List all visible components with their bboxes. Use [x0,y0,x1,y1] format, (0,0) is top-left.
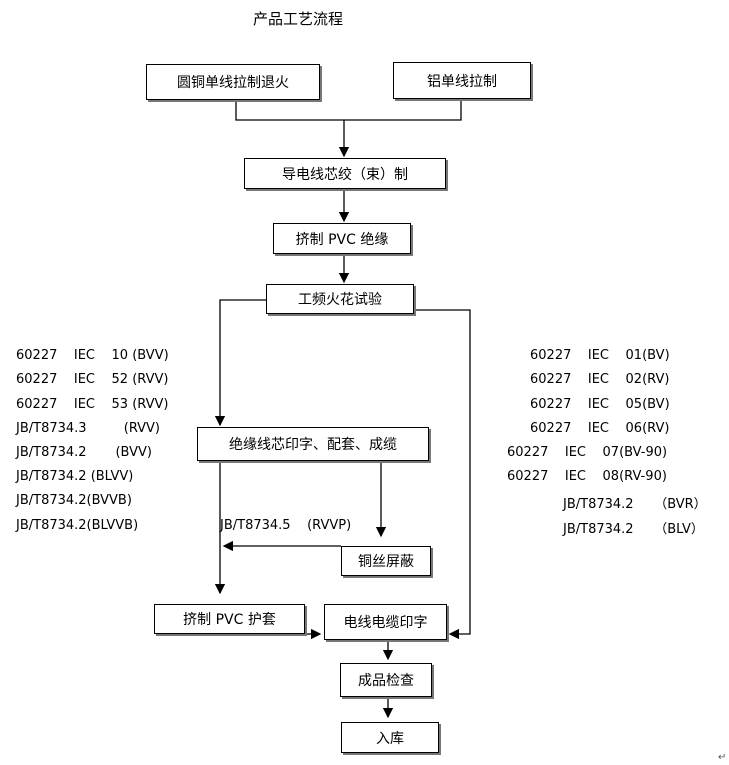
box-sheathing: 挤制 PVC 护套 [154,604,305,634]
box-warehousing: 入库 [341,722,439,753]
right-standard: JB/T8734.2 （BLV） [563,522,704,537]
box-cable-marking: 电线电缆印字 [324,604,447,640]
box-shielding: 铜丝屏蔽 [341,546,431,576]
box-copper-drawing: 圆铜单线拉制退火 [146,64,320,100]
left-standard: JB/T8734.2(BVVB) [16,493,132,508]
box-aluminium-drawing: 铝单线拉制 [393,62,531,99]
box-cabling: 绝缘线芯印字、配套、成缆 [197,427,429,461]
right-standard: 60227 IEC 07(BV-90) [507,445,668,460]
box-spark-test: 工频火花试验 [266,284,414,314]
right-standard: 60227 IEC 06(RV) [530,421,670,436]
left-standard: JB/T8734.2(BLVVB) [16,518,139,533]
return-mark: ↵ [718,752,727,763]
right-standard: 60227 IEC 08(RV-90) [507,469,667,484]
mid-standard: JB/T8734.5 (RVVP) [220,518,352,533]
left-standard: JB/T8734.2 (BLVV) [16,469,134,484]
box-stranding: 导电线芯绞（束）制 [244,158,446,189]
right-standard: 60227 IEC 05(BV) [530,397,670,412]
right-standard: 60227 IEC 02(RV) [530,372,670,387]
box-insulation: 挤制 PVC 绝缘 [273,223,411,254]
merge-line [235,99,462,121]
right-standard: 60227 IEC 01(BV) [530,348,670,363]
left-standard: JB/T8734.3 (RVV) [16,421,161,436]
box-final-inspection: 成品检查 [340,663,432,697]
left-standard: JB/T8734.2 (BVV) [16,445,152,460]
page-title: 产品工艺流程 [253,10,344,28]
arrow-to-marking-right [414,309,471,640]
arrow-to-cabling [214,299,266,427]
left-standard: 60227 IEC 10 (BVV) [16,348,169,363]
right-standard: JB/T8734.2 （BVR） [563,497,707,512]
left-standard: 60227 IEC 53 (RVV) [16,397,169,412]
left-standard: 60227 IEC 52 (RVV) [16,372,169,387]
